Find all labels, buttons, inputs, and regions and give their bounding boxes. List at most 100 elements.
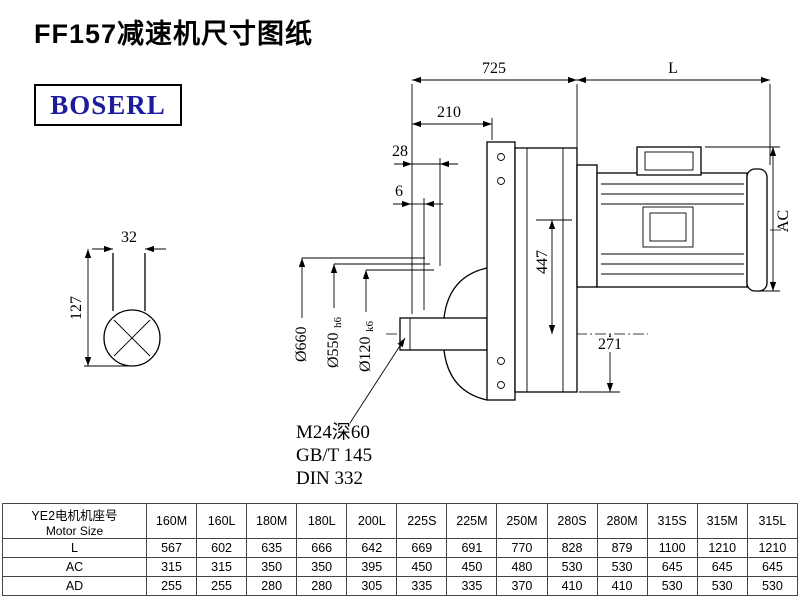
table-cell: 530 bbox=[546, 557, 598, 577]
column-header: 160L bbox=[196, 503, 248, 539]
table-cell: 530 bbox=[596, 557, 648, 577]
dimension-drawing: 32 127 bbox=[68, 60, 792, 489]
dia-660-label: Ø660 bbox=[293, 326, 310, 362]
table-cell: 450 bbox=[396, 557, 448, 577]
logo-text: BOSERL bbox=[50, 89, 166, 120]
table-cell: 645 bbox=[746, 557, 799, 577]
thread-callout: M24深60 bbox=[296, 421, 370, 443]
column-header: 250M bbox=[496, 503, 548, 539]
flange-bell bbox=[443, 267, 488, 319]
table-cell: 280 bbox=[296, 576, 348, 596]
table-cell: 350 bbox=[296, 557, 348, 577]
dimension-table: YE2电机机座号 Motor Size 160M 160L 180M 180L … bbox=[2, 503, 799, 596]
table-cell: 1210 bbox=[746, 538, 799, 558]
table-cell: 370 bbox=[496, 576, 548, 596]
table-cell: 645 bbox=[696, 557, 748, 577]
column-header: 225M bbox=[446, 503, 498, 539]
dim-AC-label: AC bbox=[775, 210, 792, 232]
table-cell: 410 bbox=[546, 576, 598, 596]
motor-body bbox=[596, 172, 748, 288]
page-title: FF157减速机尺寸图纸 bbox=[34, 19, 314, 49]
mounting-flange bbox=[486, 141, 516, 401]
dia-550-label: Ø550 h6 bbox=[325, 317, 344, 369]
dim-28-label: 28 bbox=[392, 143, 408, 160]
bolt-hole bbox=[497, 177, 505, 185]
standard-din-callout: DIN 332 bbox=[296, 468, 363, 489]
table-cell: 255 bbox=[196, 576, 248, 596]
table-cell: 635 bbox=[246, 538, 298, 558]
gear-housing bbox=[514, 147, 578, 393]
shaft-end-view: 32 127 bbox=[68, 229, 166, 367]
column-header: 180M bbox=[246, 503, 298, 539]
dim-725-label: 725 bbox=[482, 60, 506, 77]
dia-120-tolerance: k6 bbox=[364, 321, 376, 333]
table-cell: 642 bbox=[346, 538, 398, 558]
table-row-AC: AC 315 315 350 350 395 450 450 480 530 5… bbox=[2, 557, 799, 577]
bolt-hole bbox=[497, 381, 505, 389]
fan-cover bbox=[746, 168, 768, 292]
table-cell: 305 bbox=[346, 576, 398, 596]
dia-550-tolerance: h6 bbox=[332, 317, 344, 329]
column-header: 315S bbox=[646, 503, 698, 539]
table-cell: 530 bbox=[746, 576, 799, 596]
svg-text:Ø120: Ø120 bbox=[357, 336, 374, 372]
table-cell: 691 bbox=[446, 538, 498, 558]
column-header: 280S bbox=[546, 503, 598, 539]
boserl-logo: BOSERL bbox=[34, 84, 182, 126]
table-row-L: L 567 602 635 666 642 669 691 770 828 87… bbox=[2, 538, 799, 558]
table-cell: 530 bbox=[646, 576, 698, 596]
dia-120-label: Ø120 k6 bbox=[357, 321, 376, 373]
table-cell: 350 bbox=[246, 557, 298, 577]
dim-L-label: L bbox=[668, 60, 678, 77]
dim-6-label: 6 bbox=[395, 183, 403, 200]
dimensions: 725 L 210 28 6 447 271 bbox=[293, 60, 792, 489]
table-cell: 255 bbox=[145, 576, 198, 596]
table-cell: 669 bbox=[396, 538, 448, 558]
table-cell: 315 bbox=[196, 557, 248, 577]
svg-text:Ø550: Ø550 bbox=[325, 332, 342, 368]
table-cell: 335 bbox=[446, 576, 498, 596]
dim-210-label: 210 bbox=[437, 104, 461, 121]
header-line1: YE2电机机座号 bbox=[31, 508, 118, 523]
motor-nameplate bbox=[642, 206, 694, 248]
dim-447-label: 447 bbox=[534, 250, 551, 274]
column-header: 180L bbox=[296, 503, 348, 539]
table-cell: 666 bbox=[296, 538, 348, 558]
output-shaft bbox=[399, 317, 488, 351]
table-cell: 645 bbox=[646, 557, 698, 577]
column-header: 160M bbox=[145, 503, 198, 539]
table-cell: 450 bbox=[446, 557, 498, 577]
terminal-box bbox=[636, 146, 702, 176]
dim-127-label: 127 bbox=[68, 296, 85, 320]
table-cell: 315 bbox=[145, 557, 198, 577]
header-line2: Motor Size bbox=[45, 523, 104, 538]
table-cell: 530 bbox=[696, 576, 748, 596]
motor-adapter bbox=[576, 164, 598, 288]
table-header-row: YE2电机机座号 Motor Size 160M 160L 180M 180L … bbox=[2, 503, 799, 539]
table-cell: 567 bbox=[145, 538, 198, 558]
bolt-hole bbox=[497, 357, 505, 365]
table-cell: 395 bbox=[346, 557, 398, 577]
row-label: AC bbox=[2, 557, 147, 577]
table-cell: 1210 bbox=[696, 538, 748, 558]
bolt-hole bbox=[497, 153, 505, 161]
table-cell: 1100 bbox=[646, 538, 698, 558]
column-header: 280M bbox=[596, 503, 648, 539]
column-header: 315M bbox=[696, 503, 748, 539]
gearbox-main-view bbox=[386, 141, 788, 401]
row-label: L bbox=[2, 538, 147, 558]
table-cell: 480 bbox=[496, 557, 548, 577]
dim-271-label: 271 bbox=[598, 336, 622, 353]
column-header: 315L bbox=[746, 503, 799, 539]
table-cell: 410 bbox=[596, 576, 648, 596]
table-cell: 879 bbox=[596, 538, 648, 558]
table-cell: 335 bbox=[396, 576, 448, 596]
flange-bell bbox=[443, 349, 488, 401]
table-header-motor-size: YE2电机机座号 Motor Size bbox=[2, 503, 147, 539]
table-cell: 602 bbox=[196, 538, 248, 558]
column-header: 225S bbox=[396, 503, 448, 539]
table-cell: 770 bbox=[496, 538, 548, 558]
row-label: AD bbox=[2, 576, 147, 596]
table-row-AD: AD 255 255 280 280 305 335 335 370 410 4… bbox=[2, 576, 799, 596]
